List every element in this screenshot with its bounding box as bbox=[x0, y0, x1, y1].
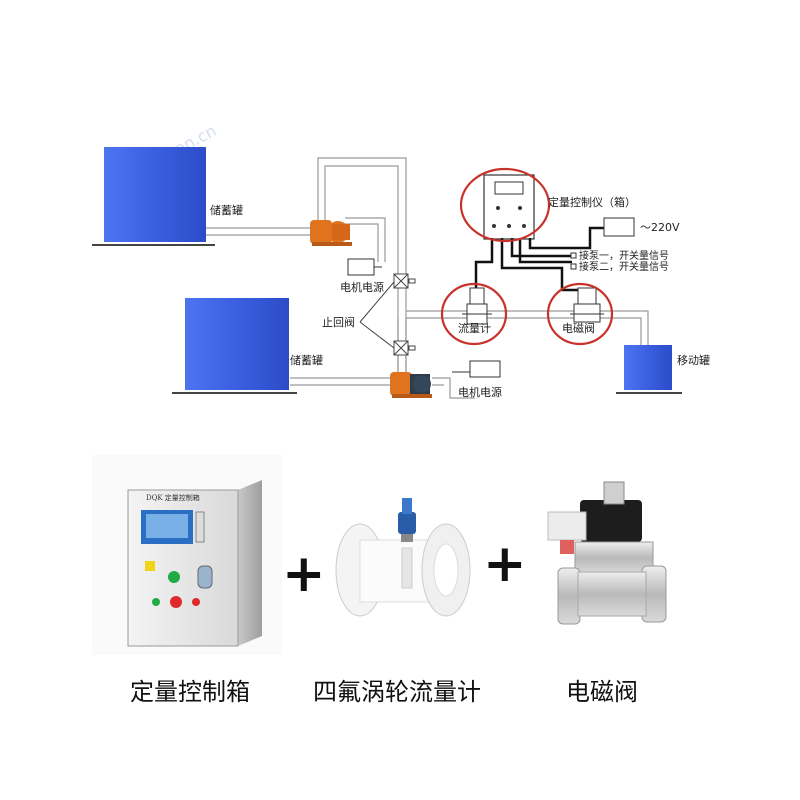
motor-power-box-2 bbox=[452, 360, 501, 378]
motor-power-label-1: 电机电源 bbox=[340, 280, 384, 294]
pump-2-signal-label: 接泵二，开关量信号 bbox=[579, 260, 669, 273]
check-valve-lower bbox=[393, 340, 416, 356]
plus-sign-1: + bbox=[282, 544, 326, 604]
check-valve-leader bbox=[359, 281, 395, 349]
motor-power-box-1 bbox=[347, 258, 382, 276]
control-wiring bbox=[474, 226, 604, 292]
highlight-circles bbox=[440, 167, 614, 346]
solenoid-label: 电磁阀 bbox=[562, 321, 595, 335]
storage-tank-1 bbox=[92, 147, 215, 246]
solenoid-valve-product-image bbox=[547, 481, 667, 625]
storage-tank-2 bbox=[172, 298, 297, 394]
power-supply-box bbox=[603, 217, 635, 237]
pump-1-signal-label: 接泵一，开关量信号 bbox=[579, 249, 669, 262]
tank-2-label: 储蓄罐 bbox=[290, 353, 323, 367]
signal-terminals bbox=[570, 252, 577, 270]
box-title-text: DQK 定量控制箱 bbox=[146, 493, 200, 502]
controller-unit bbox=[483, 174, 535, 240]
check-valve-upper bbox=[393, 273, 416, 289]
flowmeter-product-image bbox=[335, 498, 471, 617]
control-box-product-image: DQK 定量控制箱 bbox=[92, 455, 282, 655]
solenoid-valve bbox=[570, 287, 604, 323]
power-supply-label: ～220V bbox=[640, 221, 680, 234]
pump-1 bbox=[310, 220, 352, 246]
flowmeter bbox=[462, 287, 492, 325]
control-box-caption: 定量控制箱 bbox=[130, 678, 250, 706]
mobile-tank-label: 移动罐 bbox=[677, 354, 710, 367]
tank-1-label: 储蓄罐 bbox=[210, 203, 243, 217]
plus-sign-2: + bbox=[483, 534, 527, 594]
pump-2 bbox=[390, 372, 432, 398]
controller-label: 定量控制仪（箱） bbox=[548, 195, 636, 209]
mobile-tank bbox=[616, 345, 682, 394]
solenoid-valve-caption: 电磁阀 bbox=[566, 678, 638, 706]
motor-power-label-2: 电机电源 bbox=[458, 385, 502, 399]
flowmeter-label: 流量计 bbox=[458, 321, 491, 335]
flowmeter-caption: 四氟涡轮流量计 bbox=[313, 678, 481, 706]
check-valve-label: 止回阀 bbox=[322, 315, 355, 329]
